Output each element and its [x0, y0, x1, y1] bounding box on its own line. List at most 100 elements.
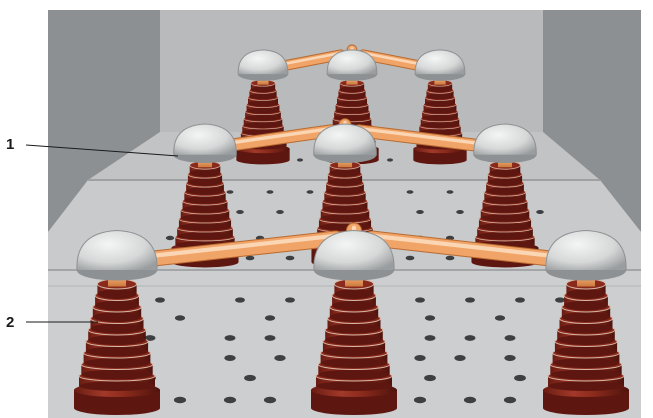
disc-underside [554, 346, 618, 357]
disc-underside [187, 178, 223, 186]
disc-underside [250, 86, 276, 93]
floor-hole [406, 190, 414, 194]
disc-underside [487, 178, 523, 186]
floor-hole [306, 190, 314, 194]
disc-underside [420, 121, 460, 129]
callout-1-label: 1 [6, 136, 15, 153]
floor-hole [285, 255, 295, 261]
electrode-cap [326, 49, 378, 81]
floor-hole [244, 374, 256, 382]
disc-underside [552, 358, 620, 368]
floor-hole [155, 297, 165, 303]
disc-underside [316, 381, 392, 391]
disc-underside [318, 369, 390, 380]
disc-underside [557, 335, 615, 345]
floor-hole [504, 335, 516, 341]
floor-hole [456, 210, 464, 214]
disc-underside [322, 205, 368, 213]
floor-hole [264, 335, 276, 341]
electrode-cap [313, 123, 377, 164]
disc-underside [79, 381, 155, 391]
floor-hole [464, 335, 476, 341]
disc-underside [564, 300, 608, 311]
disc-underside [422, 114, 458, 121]
disc-underside [427, 86, 453, 93]
disc-underside [320, 358, 388, 368]
floor-hole [424, 315, 436, 321]
disc-underside [243, 121, 283, 129]
disc-underside [338, 93, 366, 100]
disc-underside [182, 205, 228, 213]
disc-underside [320, 214, 370, 222]
disc-underside [424, 100, 456, 107]
floor-hole [446, 190, 454, 194]
floor-hole [415, 297, 425, 303]
callout-1-leader [25, 144, 179, 157]
disc-underside [329, 169, 361, 177]
floor-hole [144, 335, 156, 341]
electrode-cap [545, 229, 627, 281]
disc-underside [326, 187, 364, 195]
floor-hole [386, 158, 394, 162]
electrode-cap [473, 123, 537, 164]
floor-hole [165, 235, 175, 241]
disc-underside [566, 289, 606, 299]
disc-underside [550, 369, 622, 380]
left-side-wall [48, 10, 160, 232]
insulator-stack [74, 270, 160, 415]
floor-hole [236, 210, 244, 214]
disc-underside [478, 223, 532, 231]
electrode-cap [76, 229, 158, 281]
floor-hole [445, 255, 455, 261]
disc-underside [561, 312, 611, 322]
floor-hole [463, 396, 477, 404]
cap-dome [237, 49, 289, 76]
cap-dome [414, 49, 466, 76]
floor-hole [173, 396, 187, 404]
floor-hole [223, 396, 237, 404]
disc-underside [322, 346, 386, 357]
disc-underside [335, 107, 369, 114]
stack-base-bottom [311, 401, 397, 415]
disc-underside [559, 323, 613, 334]
disc-underside [489, 169, 521, 177]
disc-underside [90, 323, 144, 334]
insulator-stack [311, 270, 397, 415]
disc-underside [327, 178, 363, 186]
disc-underside [329, 312, 379, 322]
disc-underside [482, 205, 528, 213]
floor-hole [494, 315, 506, 321]
floor-hole [174, 315, 186, 321]
disc-underside [324, 196, 366, 204]
floor-hole [235, 297, 245, 303]
electrode-cap [313, 229, 395, 281]
disc-underside [423, 107, 457, 114]
floor-hole [424, 374, 436, 382]
disc-underside [97, 289, 137, 299]
disc-underside [180, 214, 230, 222]
floor-hole [245, 255, 255, 261]
cap-dome [173, 123, 237, 156]
disc-underside [92, 312, 142, 322]
disc-underside [480, 214, 530, 222]
disc-underside [83, 358, 151, 368]
disc-underside [177, 231, 233, 240]
floor-hole [536, 210, 544, 214]
disc-underside [332, 300, 376, 311]
cap-dome [76, 229, 158, 271]
cap-dome [313, 229, 395, 271]
disc-underside [334, 114, 370, 121]
floor-hole [405, 255, 415, 261]
disc-underside [81, 369, 153, 380]
floor-hole [224, 355, 236, 361]
cap-dome [313, 123, 377, 156]
floor-hole [465, 297, 475, 303]
disc-underside [184, 196, 226, 204]
right-side-wall [543, 10, 641, 232]
electrode-cap [237, 49, 289, 81]
disc-underside [247, 100, 279, 107]
floor-hole [264, 315, 276, 321]
disc-underside [246, 107, 280, 114]
stack-base-bottom [74, 401, 160, 415]
